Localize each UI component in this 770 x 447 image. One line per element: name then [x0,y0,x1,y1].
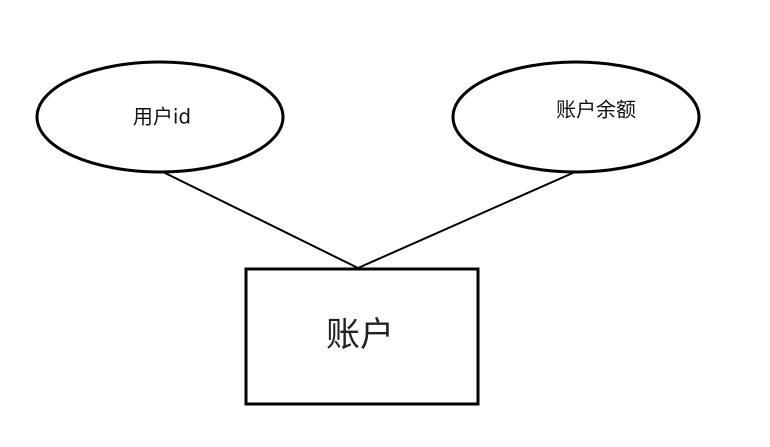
entity-label-account: 账户 [326,315,394,355]
attribute-ellipse-user-id [35,60,285,174]
entity-box-account [244,267,480,406]
connector-balance [357,171,576,269]
attribute-label-user-id: 用户id [133,105,191,129]
attribute-label-account-balance: 账户余额 [556,98,636,122]
attribute-ellipse-account-balance [451,60,701,174]
entity-account: 账户 [244,267,480,406]
connector-user-id [162,171,359,269]
attribute-account-balance: 账户余额 [451,60,701,174]
attribute-user-id: 用户id [35,60,285,174]
